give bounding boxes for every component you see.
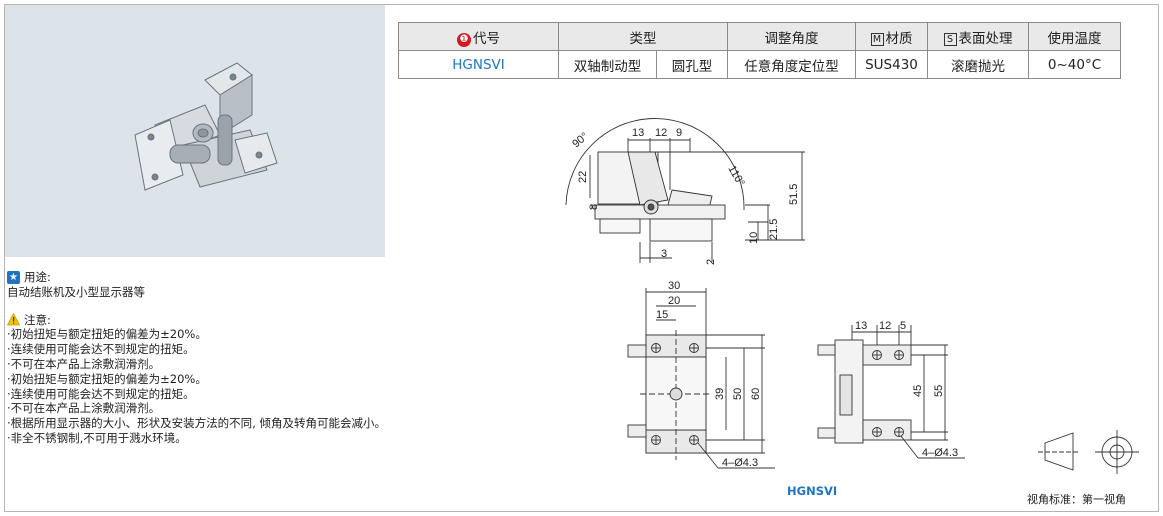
dim-20-front: 20 <box>668 295 680 307</box>
dim-8-side: 8 <box>588 204 600 210</box>
header-type: 类型 <box>558 22 728 51</box>
dim-9-side: 9 <box>676 127 682 139</box>
dim-55-right: 55 <box>933 385 945 397</box>
usage-title: 用途: <box>24 270 51 284</box>
usage-text: 自动结账机及小型显示器等 <box>7 284 145 299</box>
dim-5-right: 5 <box>900 320 906 332</box>
spec-data-row: HGNSVI 双轴制动型 圆孔型 任意角度定位型 SUS430 滚磨抛光 0~4… <box>398 50 1121 79</box>
dim-3-side: 3 <box>661 248 667 260</box>
dim-51-5-side: 51.5 <box>788 184 800 205</box>
dim-22-side: 22 <box>577 171 589 183</box>
dim-2-side: 2 <box>705 259 717 265</box>
surface-letter-icon: S <box>943 32 957 46</box>
dim-45-right: 45 <box>912 385 924 397</box>
projection-label: 视角标准：第一视角 <box>1027 493 1126 506</box>
caution-item: ·连续使用可能会达不到规定的扭矩。 <box>7 342 195 357</box>
header-temp: 使用温度 <box>1028 22 1121 51</box>
notes-section: ★ 用途: 自动结账机及小型显示器等 注意: ·初始扭矩与额定扭矩的偏差为±20… <box>7 270 477 446</box>
dim-angle-90: 90° <box>570 130 590 150</box>
caution-heading: 注意: <box>7 313 477 328</box>
header-material-label: 材质 <box>885 30 913 47</box>
caution-item: ·非全不锈钢制,不可用于溅水环境。 <box>7 430 187 445</box>
dim-angle-110: 110° <box>725 164 746 189</box>
header-code-label: 代号 <box>473 30 500 47</box>
dim-15-front: 15 <box>656 309 668 321</box>
caution-item: ·不可在本产品上涂敷润滑剂。 <box>7 401 161 416</box>
dim-30-front: 30 <box>668 280 680 292</box>
material-letter-icon: M <box>870 32 884 46</box>
dim-12-side: 12 <box>655 127 667 139</box>
dim-21-5-side: 21.5 <box>768 219 780 240</box>
side-view <box>565 118 805 263</box>
dim-hole-right: 4–Ø4.3 <box>922 447 958 459</box>
caution-item: ·初始扭矩与额定扭矩的偏差为±20%。 <box>7 327 207 342</box>
first-angle-projection-icon <box>1038 430 1139 474</box>
caution-title: 注意: <box>24 312 51 327</box>
product-photo <box>5 5 385 257</box>
cell-surface: 滚磨抛光 <box>927 50 1029 79</box>
right-view <box>817 325 965 459</box>
header-angle: 调整角度 <box>727 22 856 51</box>
caution-item: ·根据所用显示器的大小、形状及安装方法的不同, 倾角及转角可能会减小。 <box>7 416 386 431</box>
page-frame <box>4 4 1159 512</box>
dim-hole-front: 4–Ø4.3 <box>722 457 758 469</box>
dim-50-front: 50 <box>732 388 744 400</box>
header-surface-label: 表面处理 <box>958 30 1013 47</box>
caution-item: ·初始扭矩与额定扭矩的偏差为±20%。 <box>7 371 207 386</box>
warning-icon <box>7 313 20 326</box>
caution-item: ·连续使用可能会达不到规定的扭矩。 <box>7 386 195 401</box>
cell-code: HGNSVI <box>398 50 559 79</box>
dim-13-right: 13 <box>855 320 867 332</box>
caution-item: ·不可在本产品上涂敷润滑剂。 <box>7 356 161 371</box>
dim-12-right: 12 <box>879 320 891 332</box>
dim-10-side: 10 <box>748 232 760 244</box>
front-view <box>627 288 775 469</box>
cell-type1: 双轴制动型 <box>558 50 657 79</box>
dim-60-front: 60 <box>750 388 762 400</box>
cell-material: SUS430 <box>855 50 928 79</box>
dim-13-side: 13 <box>632 127 644 139</box>
dim-39-front: 39 <box>714 388 726 400</box>
cell-temp: 0~40°C <box>1028 50 1121 79</box>
cell-angle: 任意角度定位型 <box>727 50 856 79</box>
usage-heading: ★ 用途: <box>7 270 477 285</box>
drawing-caption: HGNSVI <box>787 484 838 498</box>
number-badge-icon: ❶ <box>457 32 471 47</box>
star-icon: ★ <box>7 270 20 284</box>
